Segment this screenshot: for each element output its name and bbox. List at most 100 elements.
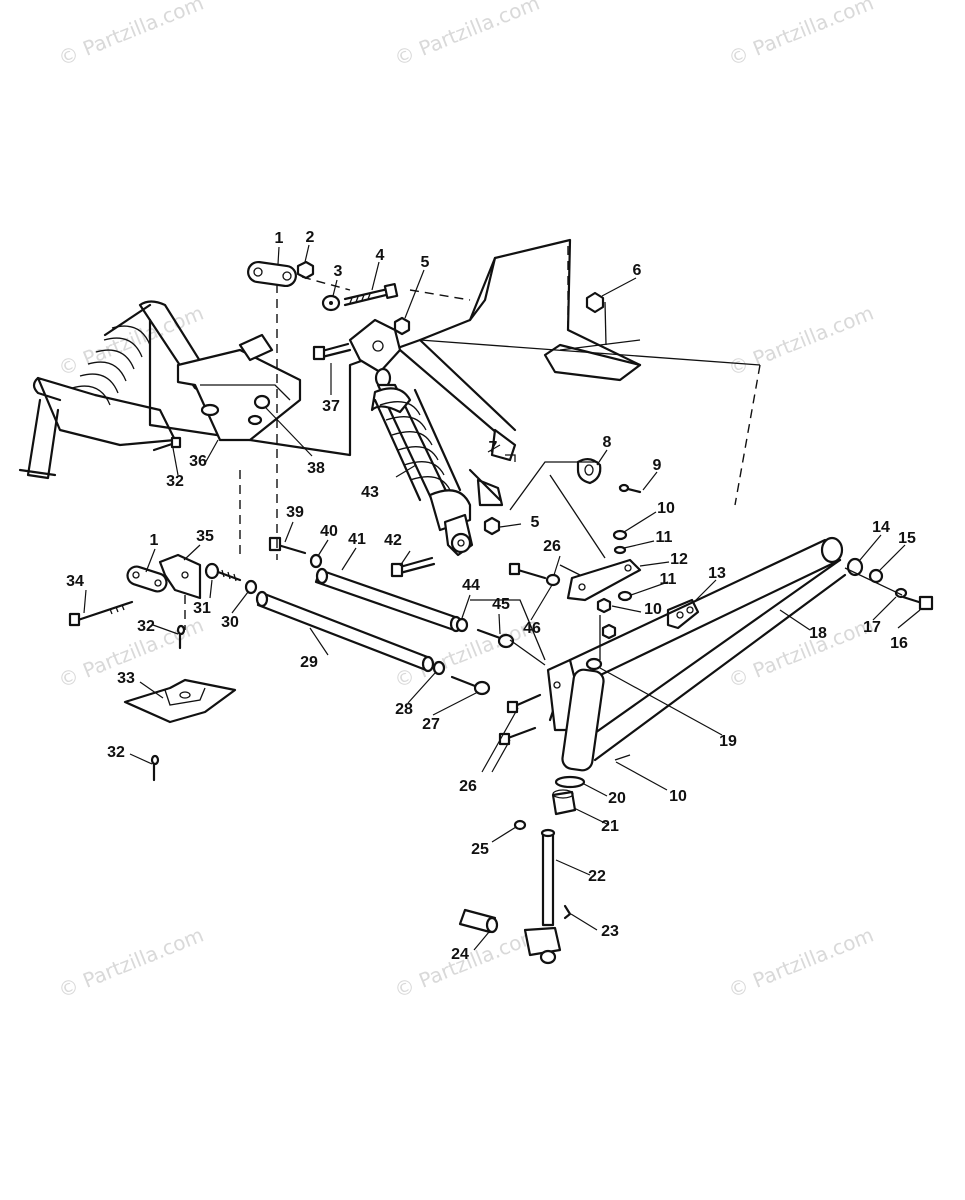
- leader-lines: [83, 244, 921, 951]
- bushing-8: [576, 458, 602, 485]
- mounting-bracket-36: [176, 333, 302, 442]
- callout-28: 28: [395, 701, 413, 718]
- callout-1-top: 1: [275, 230, 284, 247]
- washer-11-top: [612, 529, 628, 541]
- callout-14: 14: [872, 519, 890, 536]
- callout-4: 4: [376, 247, 385, 264]
- nut-46: [545, 573, 561, 587]
- bracket-35: [158, 553, 202, 600]
- callout-25: 25: [471, 841, 489, 858]
- skid-plate-33: [123, 678, 237, 724]
- bolt-4: [343, 282, 399, 307]
- callout-10-lower: 10: [669, 788, 687, 805]
- callout-42: 42: [384, 532, 402, 549]
- callout-10-upper: 10: [657, 500, 675, 517]
- callout-22: 22: [588, 868, 606, 885]
- rod-end-45: [476, 628, 515, 649]
- shock-absorber-43: [370, 367, 474, 557]
- callout-33: 33: [117, 670, 135, 687]
- callout-46: 46: [523, 620, 541, 637]
- bushing-21: [551, 789, 577, 816]
- pin-32-a: [152, 436, 182, 452]
- bolt-16: [901, 595, 934, 611]
- spindle-22: [523, 828, 562, 965]
- callout-10-mid: 10: [644, 601, 662, 618]
- callout-29: 29: [300, 654, 318, 671]
- nut-10-lower: [596, 597, 617, 640]
- callout-3: 3: [334, 263, 343, 280]
- nut-5-lower: [483, 516, 501, 536]
- callout-43: 43: [361, 484, 379, 501]
- callout-44: 44: [462, 577, 480, 594]
- nut-25: [513, 819, 527, 831]
- callout-6: 6: [633, 262, 642, 279]
- watermark: © Partzilla.com: [725, 923, 877, 1003]
- clip-23: [563, 904, 572, 920]
- callout-19: 19: [719, 733, 737, 750]
- callout-20: 20: [608, 790, 626, 807]
- bracket-13: [666, 598, 700, 630]
- washer-3: [321, 294, 341, 312]
- rod-end-31: [204, 562, 242, 582]
- callout-32-bottom: 32: [107, 744, 125, 761]
- watermark: © Partzilla.com: [55, 923, 207, 1003]
- sleeve-24: [458, 908, 499, 934]
- watermark: © Partzilla.com: [391, 0, 543, 71]
- washer-10-top: [613, 545, 627, 555]
- bolt-34: [68, 600, 134, 627]
- callout-13: 13: [708, 565, 726, 582]
- callout-40: 40: [320, 523, 338, 540]
- rod-end-27: [450, 675, 491, 696]
- bushing-38: [253, 394, 271, 410]
- callout-24: 24: [451, 946, 469, 963]
- link-plate-12: [566, 558, 642, 602]
- callout-32-mid: 32: [137, 618, 155, 635]
- callout-15: 15: [898, 530, 916, 547]
- callout-2: 2: [306, 229, 315, 246]
- bolt-37: [312, 342, 352, 361]
- shock-upper-mount: [348, 318, 402, 374]
- watermark: © Partzilla.com: [725, 301, 877, 381]
- assembly-lines: [184, 276, 903, 761]
- grease-fitting-9: [618, 483, 642, 494]
- spindle-housing-19: [546, 657, 605, 772]
- callout-12: 12: [670, 551, 688, 568]
- callout-21: 21: [601, 818, 619, 835]
- callout-41: 41: [348, 531, 366, 548]
- nut-44: [455, 617, 469, 633]
- bolt-39: [268, 536, 307, 555]
- callout-26-lower: 26: [459, 778, 477, 795]
- callout-18: 18: [809, 625, 827, 642]
- callout-11-lower: 11: [660, 571, 677, 588]
- bolt-42: [390, 556, 436, 578]
- callout-37: 37: [322, 398, 340, 415]
- callout-32-top: 32: [166, 473, 184, 490]
- washer-20: [554, 775, 586, 789]
- washer-11-lower: [617, 590, 633, 602]
- pin-32-c: [150, 754, 160, 782]
- callout-38: 38: [307, 460, 325, 477]
- callout-5-top: 5: [421, 254, 430, 271]
- callout-16: 16: [890, 635, 908, 652]
- callout-39: 39: [286, 504, 304, 521]
- callout-27: 27: [422, 716, 440, 733]
- tube-29: [255, 590, 435, 673]
- watermark: © Partzilla.com: [725, 0, 877, 71]
- nut-30: [244, 579, 258, 595]
- nut-5-top: [393, 316, 411, 336]
- callout-11-upper: 11: [656, 529, 673, 546]
- callout-1-lower: 1: [150, 532, 159, 549]
- nut-28: [432, 660, 446, 676]
- bolt-26-top: [508, 562, 547, 580]
- callout-labels: 1 2 3 4 5 6 7 8 9 10 11 12 11 10 13 14 1…: [66, 229, 916, 963]
- washer-17: [894, 587, 908, 599]
- tube-41: [314, 567, 463, 633]
- callout-36: 36: [189, 453, 207, 470]
- callout-30: 30: [221, 614, 239, 631]
- nut-2: [296, 260, 315, 280]
- callout-35: 35: [196, 528, 214, 545]
- callout-17: 17: [863, 619, 881, 636]
- washer-40: [309, 553, 323, 569]
